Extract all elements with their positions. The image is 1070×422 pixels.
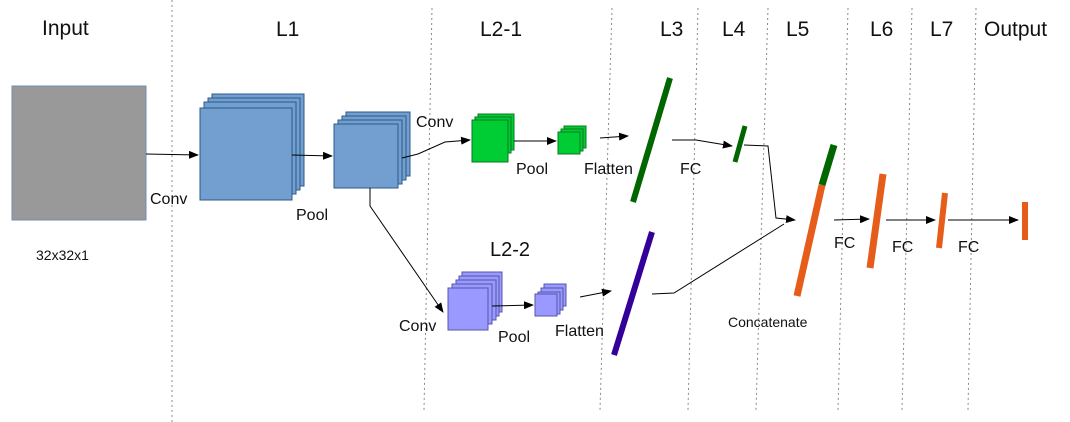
separator-l1-l2 bbox=[423, 7, 433, 411]
separator-l7-output bbox=[967, 7, 977, 411]
header-l1: L1 bbox=[276, 18, 299, 41]
column-separators bbox=[171, 0, 977, 422]
arrow-l4-concat bbox=[743, 144, 796, 224]
l3-flatten-bar-2-2 bbox=[611, 231, 655, 356]
label-concatenate: Concatenate bbox=[728, 314, 808, 330]
label-pool-1: Pool bbox=[296, 207, 328, 224]
separator-l4-l5 bbox=[755, 7, 769, 411]
label-pool-2-1: Pool bbox=[516, 161, 548, 178]
header-output: Output bbox=[984, 18, 1047, 41]
label-fc-output: FC bbox=[958, 239, 979, 256]
label-fc-l6: FC bbox=[834, 235, 855, 252]
header-l6: L6 bbox=[870, 18, 893, 41]
l1-map-front bbox=[199, 107, 293, 201]
l4-fc-bar bbox=[732, 125, 748, 163]
pool-map-front bbox=[333, 123, 399, 189]
l2-1-conv-maps bbox=[471, 113, 515, 163]
arrow-2-2-flatten bbox=[579, 288, 612, 298]
separator-l6-l7 bbox=[901, 7, 913, 411]
arrow-l5-l6 bbox=[833, 215, 870, 224]
l6-fc-bar bbox=[866, 173, 887, 269]
separator-l2-l3 bbox=[599, 7, 613, 411]
label-conv-1: Conv bbox=[150, 191, 187, 208]
label-conv-2-2: Conv bbox=[399, 318, 436, 335]
l2-1-conv-front bbox=[471, 119, 509, 163]
l2-2-conv-front bbox=[447, 287, 489, 331]
header-l2-2: L2-2 bbox=[490, 239, 530, 261]
separator-l5-l6 bbox=[837, 7, 849, 411]
output-bar bbox=[1022, 202, 1028, 240]
arrow-pool-conv-2-1 bbox=[401, 136, 471, 159]
header-l5: L5 bbox=[786, 18, 809, 41]
header-input: Input bbox=[42, 17, 89, 40]
arrow-2-1-flatten bbox=[599, 132, 629, 141]
header-l2-1: L2-1 bbox=[480, 18, 522, 41]
line-l2-2-concat bbox=[651, 223, 785, 295]
label-flatten-2-2: Flatten bbox=[555, 323, 604, 340]
arrow-l3-fc-l4 bbox=[672, 139, 733, 149]
l2-2-conv-maps bbox=[447, 271, 503, 331]
input-size-label: 32x32x1 bbox=[36, 247, 89, 263]
label-pool-2-2: Pool bbox=[498, 329, 530, 346]
l2-2-pool-front bbox=[534, 293, 558, 317]
l7-fc-bar bbox=[936, 192, 948, 249]
l2-2-pool-maps bbox=[534, 283, 567, 317]
header-l3: L3 bbox=[660, 18, 683, 41]
l1-feature-maps bbox=[199, 93, 305, 201]
separator-l3-l4 bbox=[687, 7, 699, 411]
arrow-pool-conv-2-2 bbox=[369, 188, 444, 313]
l5-concat-bar-green bbox=[818, 143, 838, 187]
arrow-l1-pool bbox=[291, 151, 333, 160]
l5-concat-bar bbox=[793, 143, 838, 297]
label-flatten-2-1: Flatten bbox=[584, 161, 633, 178]
arrow-input-conv bbox=[145, 150, 199, 159]
header-l7: L7 bbox=[930, 18, 953, 41]
l1-pool-maps bbox=[333, 111, 411, 189]
input-image bbox=[11, 85, 147, 221]
l2-1-pool-maps bbox=[557, 125, 587, 155]
label-fc-l4: FC bbox=[680, 161, 701, 178]
header-l4: L4 bbox=[722, 18, 746, 41]
arrow-2-2-conv-pool bbox=[491, 301, 534, 310]
l3-flatten-bar-2-1 bbox=[630, 77, 673, 203]
label-conv-2-1: Conv bbox=[416, 114, 453, 131]
label-fc-l7: FC bbox=[892, 239, 913, 256]
l5-concat-bar-orange bbox=[793, 184, 826, 297]
connectors bbox=[145, 132, 1019, 313]
l2-1-pool-front bbox=[557, 131, 581, 155]
